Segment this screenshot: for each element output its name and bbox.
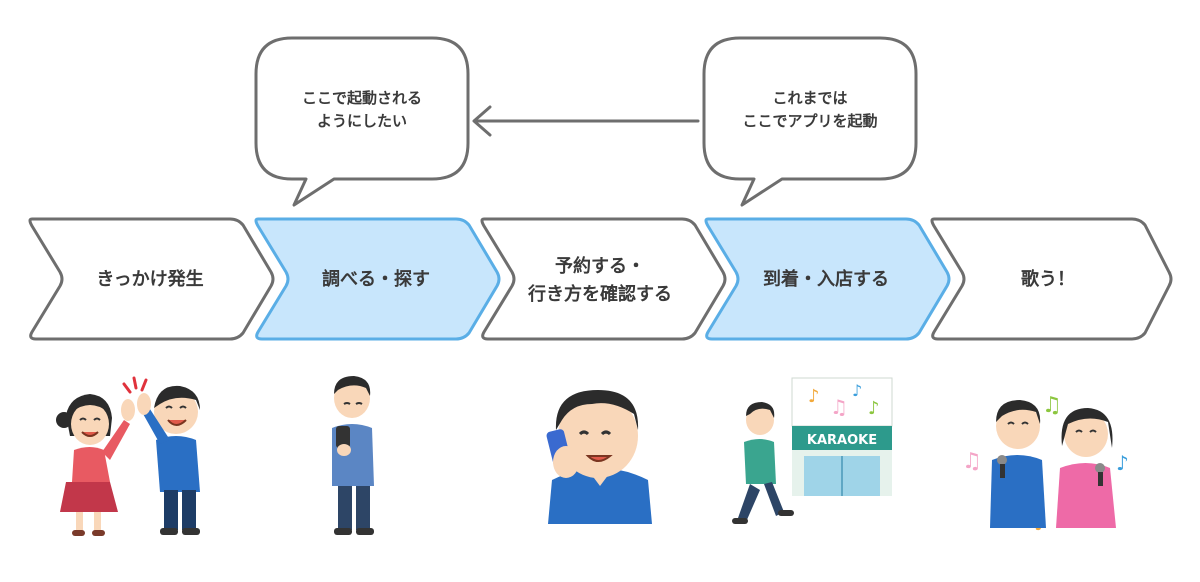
high-five-illustration [56, 376, 200, 536]
karaoke-sign: KARAOKE [807, 433, 877, 448]
step-2: 調べる・探す [254, 217, 501, 341]
step-5-label: 歌う！ [1021, 268, 1075, 290]
step-3-label-line-1: 予約する・ [555, 255, 645, 277]
man-on-phone-call-illustration [546, 390, 652, 524]
svg-text:♫: ♫ [962, 449, 982, 474]
step-4-label: 到着・入店する [763, 268, 889, 290]
svg-text:♪: ♪ [852, 381, 862, 400]
step-2-label: 調べる・探す [322, 268, 430, 290]
bubble-2-line-2: ここでアプリを起動 [742, 112, 877, 130]
step-3-label-line-2: 行き方を確認する [527, 283, 672, 305]
svg-text:♪: ♪ [808, 386, 820, 407]
bubble-2-line-1: これまでは [772, 89, 847, 107]
arrow-left-icon [472, 105, 700, 137]
man-using-phone-illustration [332, 376, 374, 535]
man-walking-to-karaoke-illustration: ♪ ♫ ♪ ♪ KARAOKE [732, 377, 893, 524]
speech-bubble-2: これまでは ここでアプリを起動 [702, 36, 918, 207]
step-1: きっかけ発生 [28, 217, 275, 341]
svg-text:♫: ♫ [1042, 393, 1062, 418]
svg-text:♪: ♪ [1116, 451, 1129, 475]
svg-text:♪: ♪ [868, 398, 880, 419]
bubble-1-line-1: ここで起動される [302, 89, 422, 107]
step-4: 到着・入店する [704, 217, 951, 341]
svg-text:♫: ♫ [830, 395, 848, 419]
step-1-label: きっかけ発生 [96, 268, 203, 290]
step-3: 予約する・ 行き方を確認する [480, 217, 727, 341]
bubble-1-line-2: ようにしたい [317, 112, 407, 130]
step-5: 歌う！ [930, 217, 1173, 341]
couple-singing-illustration: ♫ ♫ ♪ ♪ [962, 393, 1129, 535]
speech-bubble-1: ここで起動される ようにしたい [254, 36, 470, 207]
